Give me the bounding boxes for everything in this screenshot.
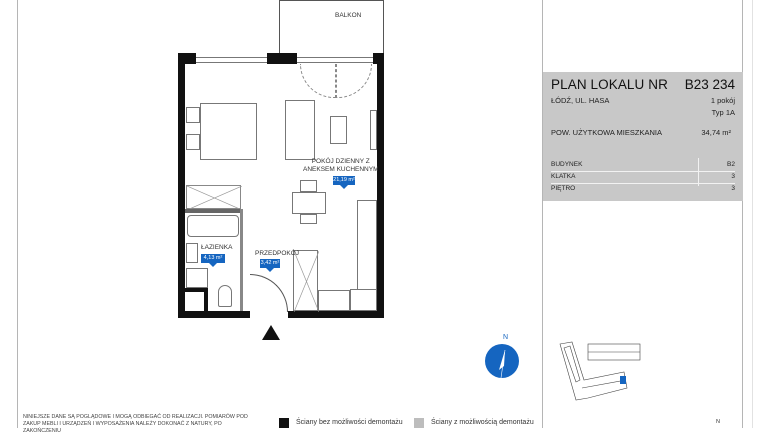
page-border-left — [17, 0, 18, 428]
legend-non-removable-label: Ściany bez możliwości demontażu — [296, 419, 403, 426]
bed — [200, 103, 257, 160]
room-hallway-label: PRZEDPOKÓJ — [255, 250, 300, 257]
kitchen-counter — [357, 200, 377, 290]
page-border-right — [752, 0, 753, 428]
legend-removable-swatch — [414, 418, 424, 428]
hall-wardrobe — [293, 250, 320, 313]
plan-title: PLAN LOKALU NR — [551, 77, 668, 92]
room-bathroom-label: ŁAZIENKA — [201, 244, 233, 251]
room-hallway-area: 3,42 m² — [260, 259, 280, 272]
detail-row-building: BUDYNEK B2 — [551, 161, 735, 168]
washing-machine — [186, 268, 208, 288]
address: ŁÓDŹ, UL. HASA — [551, 96, 610, 105]
entrance-arrow-icon — [262, 325, 280, 340]
panel-border-left — [542, 0, 543, 428]
detail-divider — [698, 158, 699, 186]
disclaimer-text: NINIEJSZE DANE SĄ POGLĄDOWE I MOGĄ ODBIE… — [23, 414, 248, 434]
toilet — [218, 285, 232, 307]
room-living-label: POKÓJ DZIENNY Z ANEKSEM KUCHENNYM — [303, 158, 379, 173]
site-map-north-label: N — [716, 419, 720, 425]
usable-area-value: 34,74 m² — [701, 128, 731, 137]
sink — [186, 243, 198, 263]
compass-icon — [485, 344, 519, 378]
unit-type: Typ 1A — [711, 108, 735, 117]
panel-border-right — [742, 0, 743, 428]
coffee-table — [330, 116, 347, 144]
legend-non-removable-swatch — [279, 418, 289, 428]
dining-table — [292, 192, 326, 214]
usable-area-label: POW. UŻYTKOWA MIESZKANIA — [551, 128, 662, 137]
unit-code: B23 234 — [684, 77, 735, 92]
unit-info-panel: PLAN LOKALU NR B23 234 ŁÓDŹ, UL. HASA 1 … — [543, 72, 743, 201]
balcony-label: BALKON — [335, 12, 362, 19]
site-map — [552, 340, 682, 420]
room-living-area: 21,19 m² — [333, 176, 355, 189]
room-bathroom-area: 4,13 m² — [201, 254, 225, 267]
detail-row-staircase: KLATKA 3 — [551, 173, 735, 180]
detail-row-floor: PIĘTRO 3 — [551, 185, 735, 192]
compass-north-label: N — [503, 334, 509, 341]
bathtub — [187, 215, 239, 237]
legend-removable-label: Ściany z możliwością demontażu — [431, 419, 534, 426]
sofa — [285, 100, 315, 160]
wardrobe — [186, 185, 243, 211]
rooms-count: 1 pokój — [710, 96, 735, 105]
